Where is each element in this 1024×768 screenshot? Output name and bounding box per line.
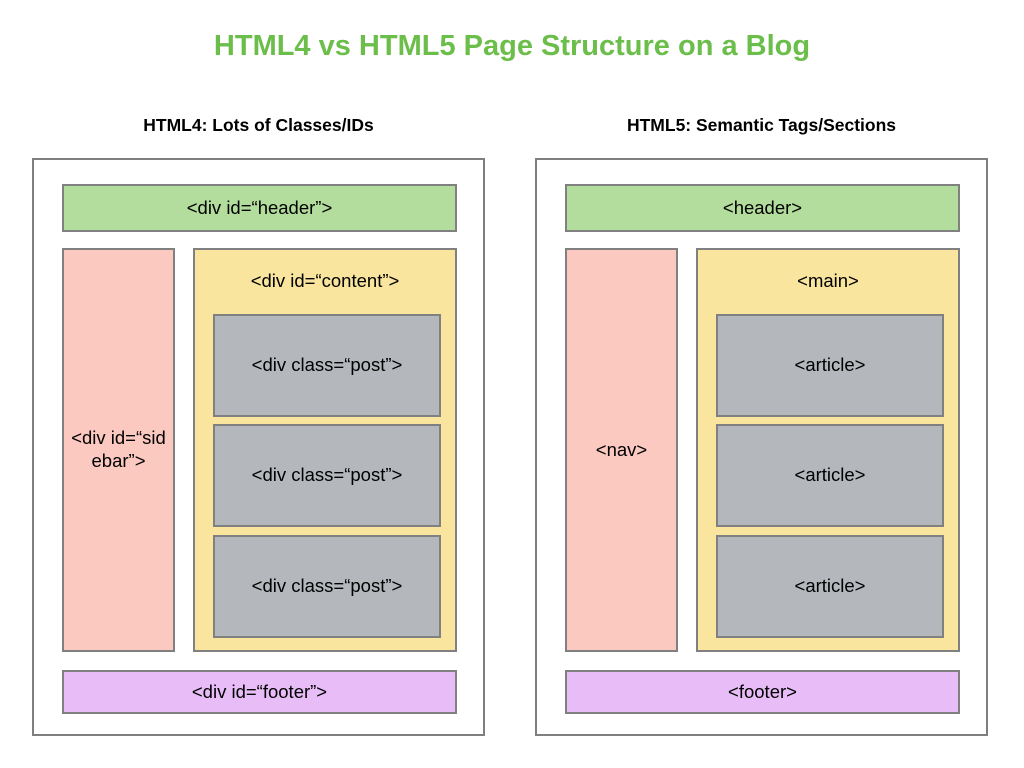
html4-post-box-1: <div class=“post”>	[213, 314, 441, 417]
html5-header-box: <header>	[565, 184, 960, 232]
html4-post-box-2: <div class=“post”>	[213, 424, 441, 527]
html5-main-box: <main> <article> <article> <article>	[696, 248, 960, 652]
html4-footer-box: <div id=“footer”>	[62, 670, 457, 714]
html4-structure-panel: <div id=“header”> <div id=“sidebar”> <di…	[32, 158, 485, 736]
html5-article-box-3: <article>	[716, 535, 944, 638]
html4-header-box: <div id=“header”>	[62, 184, 457, 232]
html4-content-box: <div id=“content”> <div class=“post”> <d…	[193, 248, 457, 652]
html5-footer-box: <footer>	[565, 670, 960, 714]
html5-article-box-2: <article>	[716, 424, 944, 527]
column-heading-html5: HTML5: Semantic Tags/Sections	[626, 115, 897, 135]
html5-main-label: <main>	[797, 270, 859, 292]
html5-structure-panel: <header> <nav> <main> <article> <article…	[535, 158, 988, 736]
html5-article-box-1: <article>	[716, 314, 944, 417]
column-heading-html4: HTML4: Lots of Classes/IDs	[143, 115, 374, 135]
html5-nav-box: <nav>	[565, 248, 678, 652]
html4-post-box-3: <div class=“post”>	[213, 535, 441, 638]
html4-sidebar-box: <div id=“sidebar”>	[62, 248, 175, 652]
html4-content-label: <div id=“content”>	[250, 270, 400, 292]
page-title: HTML4 vs HTML5 Page Structure on a Blog	[213, 30, 811, 62]
